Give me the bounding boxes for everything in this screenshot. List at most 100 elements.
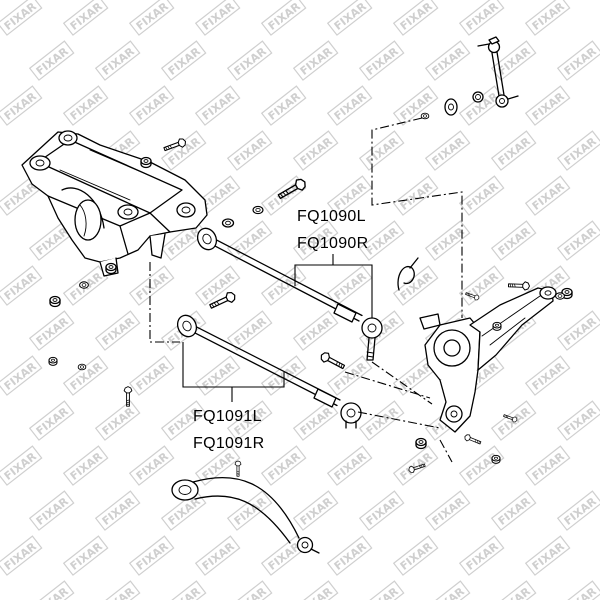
watermark-logo: FIXAR bbox=[524, 355, 571, 396]
leader-line bbox=[439, 439, 453, 463]
watermark-logo: FIXAR bbox=[0, 355, 43, 396]
watermark-logo: FIXAR bbox=[128, 0, 175, 36]
watermark-logo: FIXAR bbox=[326, 535, 373, 576]
watermark-logo: FIXAR bbox=[160, 40, 207, 81]
nut bbox=[491, 454, 501, 464]
watermark-logo: FIXAR bbox=[128, 85, 175, 126]
callout-bracket bbox=[294, 254, 373, 318]
bolt bbox=[234, 460, 242, 477]
washer bbox=[555, 292, 565, 300]
watermark-logo: FIXAR bbox=[524, 175, 571, 216]
watermark-logo: FIXAR bbox=[94, 580, 141, 600]
leader-line bbox=[371, 361, 433, 405]
watermark-logo: FIXAR bbox=[292, 40, 339, 81]
watermark-logo: FIXAR bbox=[424, 220, 471, 261]
watermark-logo: FIXAR bbox=[458, 0, 505, 36]
washer bbox=[77, 363, 87, 371]
lower-tie-rod bbox=[176, 314, 362, 429]
watermark-logo: FIXAR bbox=[94, 490, 141, 531]
arm-bushing-eye bbox=[171, 479, 199, 501]
watermark-logo: FIXAR bbox=[490, 580, 537, 600]
tie-rod-inner-bushing bbox=[196, 227, 218, 251]
stabilizer-ring bbox=[472, 91, 484, 103]
part-number-right: FQ1090R bbox=[297, 235, 368, 252]
watermark-text: FIXAR bbox=[34, 585, 72, 600]
watermark-logo: FIXAR bbox=[292, 580, 339, 600]
watermark-logo: FIXAR bbox=[0, 0, 43, 36]
watermark-logo: FIXAR bbox=[490, 490, 537, 531]
watermark-logo: FIXAR bbox=[194, 355, 241, 396]
watermark-logo: FIXAR bbox=[524, 85, 571, 126]
watermark-logo: FIXAR bbox=[226, 130, 273, 171]
callout-lower-tie-rod: FQ1091L FQ1091R bbox=[182, 342, 285, 452]
rear-knuckle bbox=[419, 313, 481, 433]
watermark-logo: FIXAR bbox=[128, 535, 175, 576]
part-number-left: FQ1091L bbox=[193, 408, 262, 425]
nut bbox=[49, 295, 61, 308]
watermark-logo: FIXAR bbox=[62, 445, 109, 486]
bolt bbox=[463, 433, 483, 447]
watermark-logo: FIXAR bbox=[62, 355, 109, 396]
watermark-logo: FIXAR bbox=[260, 265, 307, 306]
watermark-logo: FIXAR bbox=[260, 0, 307, 36]
watermark-logo: FIXAR bbox=[62, 85, 109, 126]
watermark-logo: FIXAR bbox=[260, 85, 307, 126]
watermark-logo: FIXAR bbox=[128, 445, 175, 486]
watermark-logo: FIXAR bbox=[326, 265, 373, 306]
watermark-logo: FIXAR bbox=[226, 40, 273, 81]
lower-trailing-arm bbox=[171, 476, 320, 554]
watermark-logo: FIXAR bbox=[226, 220, 273, 261]
watermark-logo: FIXAR bbox=[556, 490, 600, 531]
watermark-logo: FIXAR bbox=[160, 130, 207, 171]
leader-line bbox=[357, 411, 441, 429]
watermark-logo: FIXAR bbox=[490, 130, 537, 171]
nut bbox=[492, 321, 502, 331]
tie-rod-inner-bushing bbox=[176, 314, 198, 338]
watermark-logo: FIXAR bbox=[458, 535, 505, 576]
watermark-logo: FIXAR bbox=[458, 85, 505, 126]
watermark-logo: FIXAR bbox=[0, 445, 43, 486]
watermark-logo: FIXAR bbox=[326, 0, 373, 36]
washer bbox=[79, 281, 89, 289]
watermark-logo: FIXAR bbox=[490, 220, 537, 261]
watermark-logo: FIXAR bbox=[424, 490, 471, 531]
watermark-logo: FIXAR bbox=[292, 490, 339, 531]
watermark-logo: FIXAR bbox=[194, 535, 241, 576]
watermark-logo: FIXAR bbox=[358, 490, 405, 531]
watermark-text: FIXAR bbox=[100, 585, 138, 600]
washer bbox=[420, 112, 430, 120]
watermark-logo: FIXAR bbox=[28, 310, 75, 351]
watermark-logo: FIXAR bbox=[94, 40, 141, 81]
watermark-logo: FIXAR bbox=[524, 535, 571, 576]
watermark-logo: FIXAR bbox=[0, 265, 43, 306]
watermark-logo: FIXAR bbox=[358, 400, 405, 441]
tie-rod-ball-joint bbox=[361, 317, 383, 361]
watermark-logo: FIXAR bbox=[62, 0, 109, 36]
watermark-logo: FIXAR bbox=[392, 175, 439, 216]
subframe-mount-bushing bbox=[58, 130, 78, 146]
watermark-text: FIXAR bbox=[430, 585, 468, 600]
rear-subframe bbox=[21, 130, 208, 277]
watermark-logo: FIXAR bbox=[392, 535, 439, 576]
watermark-logo: FIXAR bbox=[94, 400, 141, 441]
watermark-logo: FIXAR bbox=[458, 445, 505, 486]
watermark-logo: FIXAR bbox=[226, 580, 273, 600]
callout-bracket bbox=[182, 342, 285, 402]
part-number-right: FQ1091R bbox=[193, 435, 264, 452]
upper-tie-rod bbox=[196, 227, 383, 361]
washer bbox=[252, 205, 264, 215]
part-number-left: FQ1090L bbox=[297, 208, 366, 225]
watermark-logo: FIXAR bbox=[556, 580, 600, 600]
arm-ball-joint bbox=[296, 536, 320, 554]
watermark-logo: FIXAR bbox=[28, 490, 75, 531]
leader-line bbox=[149, 262, 180, 343]
watermark-logo: FIXAR bbox=[524, 0, 571, 36]
watermark-logo: FIXAR bbox=[556, 400, 600, 441]
watermark-logo: FIXAR bbox=[226, 490, 273, 531]
watermark-logo: FIXAR bbox=[0, 535, 43, 576]
watermark-logo: FIXAR bbox=[128, 265, 175, 306]
watermark-logo: FIXAR bbox=[358, 580, 405, 600]
callout-upper-tie-rod: FQ1090L FQ1090R bbox=[294, 208, 373, 318]
stabilizer-link bbox=[477, 36, 519, 108]
